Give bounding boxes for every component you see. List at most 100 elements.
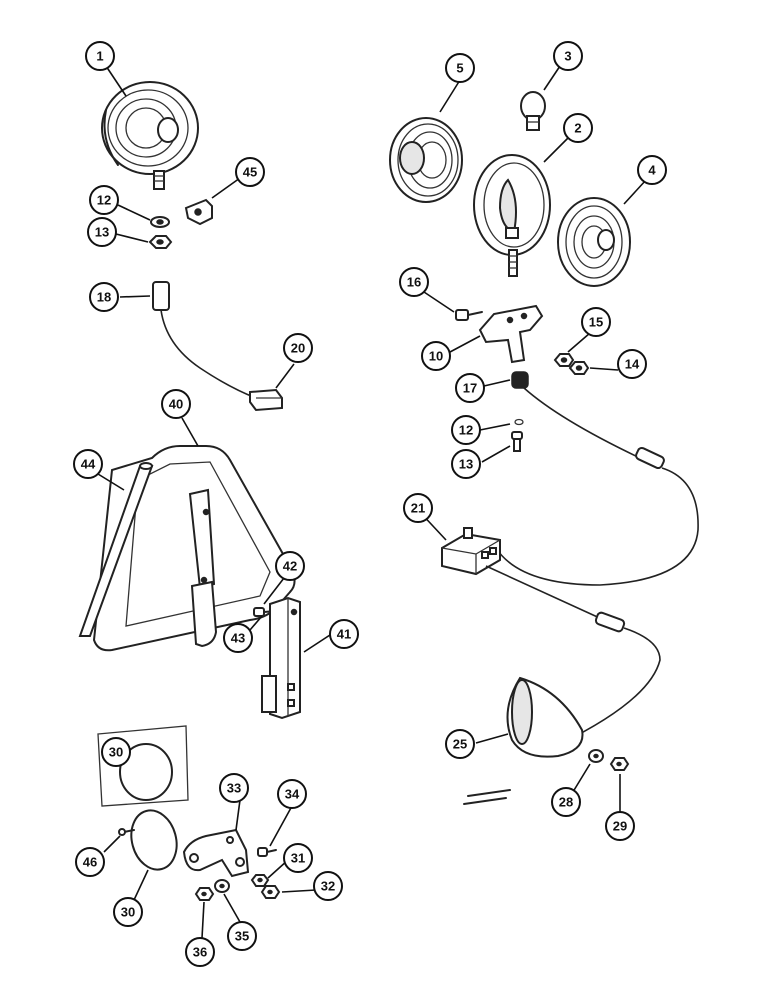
sleeve-part-18 <box>152 281 170 311</box>
screw-part-16 <box>455 309 483 321</box>
callout-label: 35 <box>235 929 249 944</box>
callout-20: 20 <box>283 333 313 363</box>
callout-label: 13 <box>459 457 473 472</box>
callout-label: 42 <box>283 559 297 574</box>
smv-sign-part-40 <box>92 445 296 652</box>
callout-label: 46 <box>83 855 97 870</box>
bracket-part-33 <box>182 828 250 878</box>
callout-label: 44 <box>81 457 96 472</box>
callout-label: 12 <box>97 193 111 208</box>
nut-part-29 <box>609 757 630 771</box>
callout-1: 1 <box>85 41 115 71</box>
callout-10: 10 <box>421 341 451 371</box>
washer-part-12 <box>150 216 170 228</box>
callout-46: 46 <box>75 847 105 877</box>
lamp-wire <box>160 309 257 399</box>
callout-label: 1 <box>96 49 103 64</box>
clip-part-45 <box>184 198 213 226</box>
callout-label: 10 <box>429 349 443 364</box>
callout-29: 29 <box>605 811 635 841</box>
callout-16: 16 <box>399 267 429 297</box>
callout-15: 15 <box>581 307 611 337</box>
callout-44: 44 <box>73 449 103 479</box>
callout-label: 28 <box>559 795 573 810</box>
callout-label: 32 <box>321 879 335 894</box>
lamp-body-part-2 <box>473 154 551 277</box>
washer-part-35 <box>214 879 230 893</box>
screw-part-13-right <box>511 431 523 452</box>
nut-part-13 <box>148 235 173 249</box>
callout-label: 13 <box>95 225 109 240</box>
wire-sleeve-2 <box>594 611 626 633</box>
callout-31: 31 <box>283 843 313 873</box>
callout-30: 30 <box>101 737 131 767</box>
callout-label: 41 <box>337 627 351 642</box>
work-lamp-part-1 <box>101 81 199 190</box>
callout-label: 29 <box>613 819 627 834</box>
rivet-part-46 <box>118 828 135 836</box>
bracket-part-10 <box>478 304 544 364</box>
callout-label: 30 <box>121 905 135 920</box>
callout-label: 25 <box>453 737 467 752</box>
callout-label: 40 <box>169 397 183 412</box>
callout-label: 43 <box>231 631 245 646</box>
nut-part-14 <box>568 361 590 375</box>
nut-part-36 <box>194 887 215 901</box>
callout-label: 12 <box>459 423 473 438</box>
callout-17: 17 <box>455 373 485 403</box>
callout-label: 14 <box>625 357 640 372</box>
callout-label: 3 <box>564 49 571 64</box>
screw-part-34 <box>257 847 277 857</box>
callout-label: 4 <box>648 163 656 178</box>
callout-label: 15 <box>589 315 603 330</box>
rod-part-44 <box>78 462 154 637</box>
callout-label: 17 <box>463 381 477 396</box>
front-lamp-wire <box>523 387 641 459</box>
washer-part-12-right <box>514 418 524 426</box>
callout-2: 2 <box>563 113 593 143</box>
callout-label: 16 <box>407 275 421 290</box>
callout-25: 25 <box>445 729 475 759</box>
callout-label: 18 <box>97 290 111 305</box>
nut-part-28 <box>588 749 604 763</box>
callout-35: 35 <box>227 921 257 951</box>
callout-label: 33 <box>227 781 241 796</box>
wire-sleeve <box>635 446 665 470</box>
callout-label: 30 <box>109 745 123 760</box>
callout-34: 34 <box>277 779 307 809</box>
callout-4: 4 <box>637 155 667 185</box>
callout-42: 42 <box>275 551 305 581</box>
callout-label: 31 <box>291 851 305 866</box>
callout-21: 21 <box>403 493 433 523</box>
callout-label: 20 <box>291 341 305 356</box>
nut-part-15 <box>553 353 575 367</box>
callout-12: 12 <box>89 185 119 215</box>
reflector-part-30 <box>130 809 178 871</box>
bulb-part-3 <box>520 91 546 131</box>
bracket-part-41 <box>261 596 301 720</box>
callout-43: 43 <box>223 623 253 653</box>
marker-lamp-part-25 <box>463 676 584 805</box>
callout-40: 40 <box>161 389 191 419</box>
lens-part-4 <box>557 197 631 287</box>
washer-part-31 <box>250 874 270 887</box>
lens-part-5 <box>389 117 463 203</box>
callout-13: 13 <box>87 217 117 247</box>
callout-32: 32 <box>313 871 343 901</box>
callout-33: 33 <box>219 773 249 803</box>
callout-14: 14 <box>617 349 647 379</box>
callout-label: 21 <box>411 501 425 516</box>
callout-12: 12 <box>451 415 481 445</box>
callout-13: 13 <box>451 449 481 479</box>
callout-45: 45 <box>235 157 265 187</box>
callout-30: 30 <box>113 897 143 927</box>
callout-label: 34 <box>285 787 300 802</box>
callout-label: 5 <box>456 61 463 76</box>
connector-part-21 <box>441 527 501 576</box>
nut-part-32 <box>260 885 281 899</box>
callout-label: 45 <box>243 165 257 180</box>
callout-41: 41 <box>329 619 359 649</box>
callout-label: 36 <box>193 945 207 960</box>
plug-part-20 <box>249 388 283 412</box>
